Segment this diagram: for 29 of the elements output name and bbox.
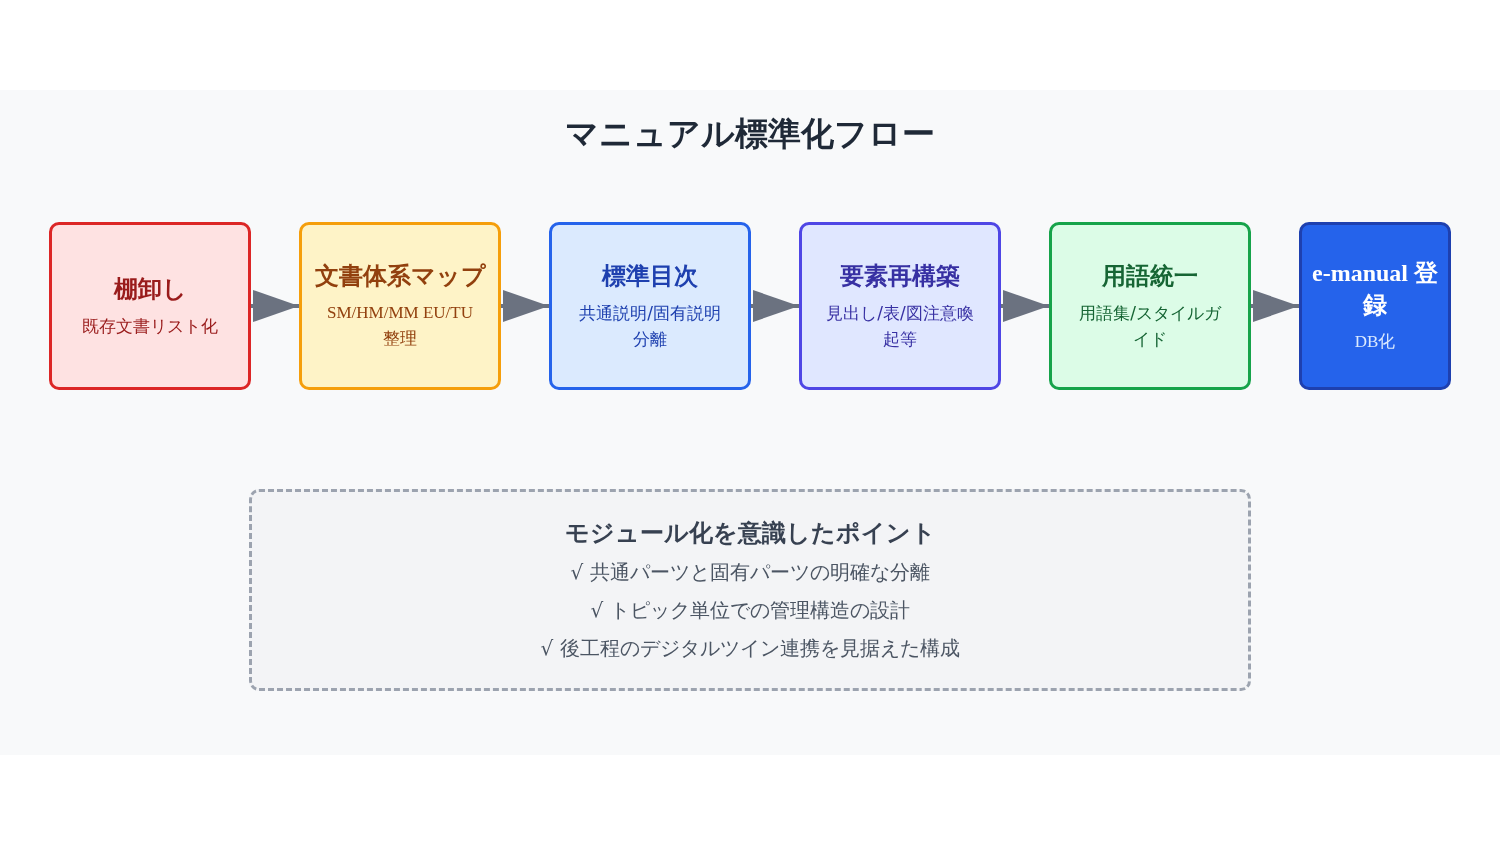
box-title: e-manual 登録 — [1311, 259, 1439, 320]
checklist-item: √ 後工程のデジタルツイン連携を見据えた構成 — [540, 635, 960, 662]
box-title: 棚卸し — [113, 274, 187, 305]
box-title: 文書体系マップ — [314, 261, 486, 292]
box-title: 用語統一 — [1102, 261, 1198, 292]
box-title: 要素再構築 — [840, 261, 960, 292]
diagram-title: マニュアル標準化フロー — [564, 113, 936, 155]
arrow — [501, 290, 549, 322]
arrow — [751, 290, 799, 322]
box-description: 見出し/表/図注意喚起等 — [825, 302, 975, 351]
checklist-item: √ 共通パーツと固有パーツの明確な分離 — [570, 559, 930, 586]
box-title: モジュール化を意識したポイント — [564, 518, 936, 549]
box-description: 用語集/スタイルガイド — [1078, 302, 1223, 351]
process-box — [299, 222, 501, 390]
checklist-item: √ トピック単位での管理構造の設計 — [590, 597, 910, 624]
arrow — [1001, 290, 1049, 322]
process-box — [49, 222, 251, 390]
process-box — [1299, 222, 1451, 390]
box-description: 既存文書リスト化 — [81, 315, 219, 338]
box-title: 標準目次 — [602, 261, 698, 292]
process-box — [1049, 222, 1251, 390]
arrow — [251, 290, 299, 322]
box-description: DB化 — [1353, 331, 1397, 353]
process-box — [799, 222, 1001, 390]
process-box — [549, 222, 751, 390]
arrow — [1251, 290, 1299, 322]
box-description: SM/HM/MM EU/TU 整理 — [326, 302, 474, 350]
box-description: 共通説明/固有説明分離 — [578, 302, 722, 351]
note-box — [249, 489, 1251, 691]
